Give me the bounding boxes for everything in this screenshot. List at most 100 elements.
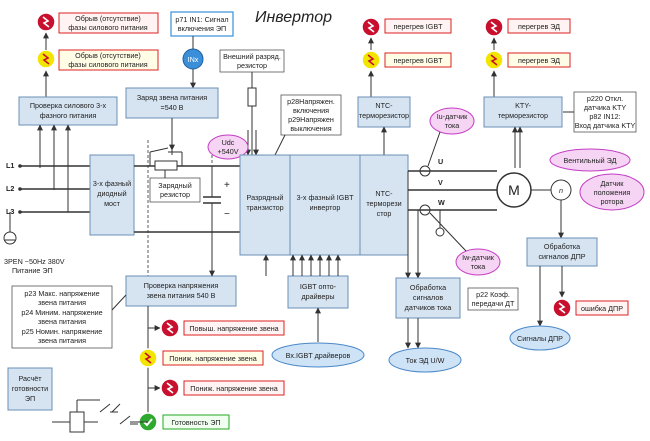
phase-loss-alarm-label-2: фазы силового питания — [68, 23, 147, 32]
external-resistor-line-2: резистор — [237, 61, 267, 70]
p28-line-3: p29Напряжен — [288, 115, 334, 124]
p23-line-3: p24 Миним. напряжение — [21, 308, 102, 317]
ntc-resistor-line-1: NTC- — [375, 189, 393, 198]
igbt-drivers-input-bubble — [271, 342, 365, 368]
motor-overheat-warning-box — [507, 52, 571, 68]
overvoltage-alarm-icon — [160, 318, 180, 338]
igbt-inverter-line-2: инвертор — [310, 203, 341, 212]
motor-overheat-warning-label: перегрев ЭД — [518, 56, 560, 65]
ready-label: Готовность ЭП — [171, 418, 220, 427]
discharge-transistor-block — [239, 154, 291, 256]
igbt-overheat-alarm-icon — [361, 17, 381, 37]
p220-line-1: p220 Откл. — [587, 94, 623, 103]
dpr-error-box — [575, 300, 629, 316]
overvoltage-alarm-label: Повыш. напряжение звена — [189, 324, 278, 333]
phase-loss-warning-box — [58, 49, 159, 71]
dpr-signals-label: Сигналы ДПР — [517, 334, 563, 343]
dpr-error-icon — [552, 298, 572, 318]
charge-resistor-line-1: Зарядный — [158, 181, 192, 190]
rotor-sensor-line-3: ротора — [600, 197, 623, 206]
relay-coil-symbol — [69, 411, 85, 433]
minus-sign: − — [224, 209, 230, 220]
current-processing-line-1: Обработка — [410, 283, 446, 292]
iw-sensor-symbol — [419, 204, 431, 216]
phase-w-label: W — [438, 198, 445, 207]
motor-overheat-warning-icon — [484, 50, 504, 70]
motor-overheat-alarm-label: перегрев ЭД — [518, 22, 560, 31]
motor-overheat-alarm-icon — [484, 17, 504, 37]
external-resistor-line-1: Внешний разряд. — [223, 52, 281, 61]
diode-bridge-line-2: диодный — [97, 189, 126, 198]
discharge-line-2: транзистор — [246, 203, 283, 212]
rotor-sensor-line-2: положения — [594, 188, 631, 197]
inx-input-label: INx — [188, 55, 199, 64]
undervoltage-alarm-box — [183, 380, 285, 396]
voltage-check-line-1: Проверка напряжения — [144, 281, 219, 290]
p23-note — [11, 285, 113, 349]
valve-motor-label: Вентильный ЭД — [564, 156, 617, 165]
charge-resistor-line-2: резистор — [160, 190, 190, 199]
p71-note-line-1: p71 IN1: Сигнал — [175, 15, 228, 24]
supply-label-1: 3PEN ~50Hz 380V — [4, 257, 65, 266]
charge-line-1: Заряд звена питания — [137, 93, 207, 102]
phase-loss-warning-label-1: Обрыв (отсутствие) — [75, 51, 141, 60]
p220-line-2: датчика KTY — [584, 103, 627, 112]
phase-loss-alarm-box — [58, 12, 159, 34]
p28-line-2: включения — [293, 106, 329, 115]
igbt-overheat-alarm-label: перегрев IGBT — [393, 22, 443, 31]
undervoltage-alarm-label: Пониж. напряжение звена — [190, 384, 277, 393]
current-processing-line-3: датчиков тока — [405, 303, 452, 312]
dpr-processing-line-1: Обработка — [544, 242, 580, 251]
phase-loss-warning-label-2: фазы силового питания — [68, 60, 147, 69]
supply-label-2: Питание ЭП — [12, 266, 53, 275]
p28-note — [280, 94, 342, 136]
igbt-drivers-block — [287, 275, 349, 309]
iu-sensor-line-1: Iu-датчик — [437, 112, 468, 121]
p28-line-1: p28Напряжен. — [287, 97, 335, 106]
motor-current-label: Ток ЭД U/W — [406, 356, 445, 365]
ntc-resistor-block — [359, 154, 409, 256]
kty-block — [483, 96, 563, 128]
p220-line-4: Вход датчика KTY — [575, 121, 636, 130]
motor-label: M — [508, 182, 520, 198]
dpr-signals-bubble — [509, 325, 571, 351]
iu-sensor-line-2: тока — [445, 121, 460, 130]
iw-sensor-bubble — [455, 248, 501, 276]
voltage-check-block — [125, 275, 237, 307]
p23-line-5: p25 Номин. напряжение — [22, 327, 103, 336]
voltage-check-line-2: звена питания 540 В — [147, 291, 216, 300]
igbt-drivers-line-2: драйверы — [301, 292, 334, 301]
igbt-drivers-line-1: IGBT опто- — [300, 282, 337, 291]
phase-loss-alarm-icon — [36, 12, 56, 32]
p23-line-2: звена питания — [38, 298, 86, 307]
charge-block — [125, 87, 219, 119]
p23-line-1: p23 Макс. напряжение — [24, 289, 99, 298]
diode-bridge-line-1: 3-х фазный — [93, 179, 131, 188]
iw-sensor-line-2: тока — [471, 262, 486, 271]
diagram-title: Инвертор — [255, 9, 332, 26]
charge-line-2: =540 В — [161, 103, 184, 112]
p22-note — [467, 287, 519, 311]
phase-loss-warning-icon — [36, 49, 56, 69]
phase-l1-label: L1 — [6, 161, 14, 170]
undervoltage-warning-box — [162, 350, 264, 366]
p71-note — [170, 11, 234, 37]
ntc-resistor-line-3: стор — [377, 209, 392, 218]
check-3phase-line-2: фазного питания — [40, 111, 97, 120]
external-resistor-symbol — [247, 87, 257, 107]
readiness-line-1: Расчёт — [18, 374, 42, 383]
rotor-sensor-line-1: Датчик — [601, 179, 625, 188]
readiness-line-3: ЭП — [25, 394, 35, 403]
ntc-top-line-1: NTC- — [375, 101, 393, 110]
igbt-drivers-input-label: Вх.IGBT драйверов — [286, 351, 351, 360]
plus-sign: + — [224, 180, 230, 191]
igbt-overheat-warning-label: перегрев IGBT — [393, 56, 443, 65]
charge-resistor-symbol — [154, 160, 178, 171]
igbt-overheat-warning-icon — [361, 50, 381, 70]
readiness-line-2: готовности — [12, 384, 48, 393]
udc-label-1: Udc — [222, 138, 235, 147]
ntc-top-block — [357, 96, 411, 128]
readiness-calc-block — [7, 367, 53, 411]
undervoltage-alarm-icon — [160, 378, 180, 398]
